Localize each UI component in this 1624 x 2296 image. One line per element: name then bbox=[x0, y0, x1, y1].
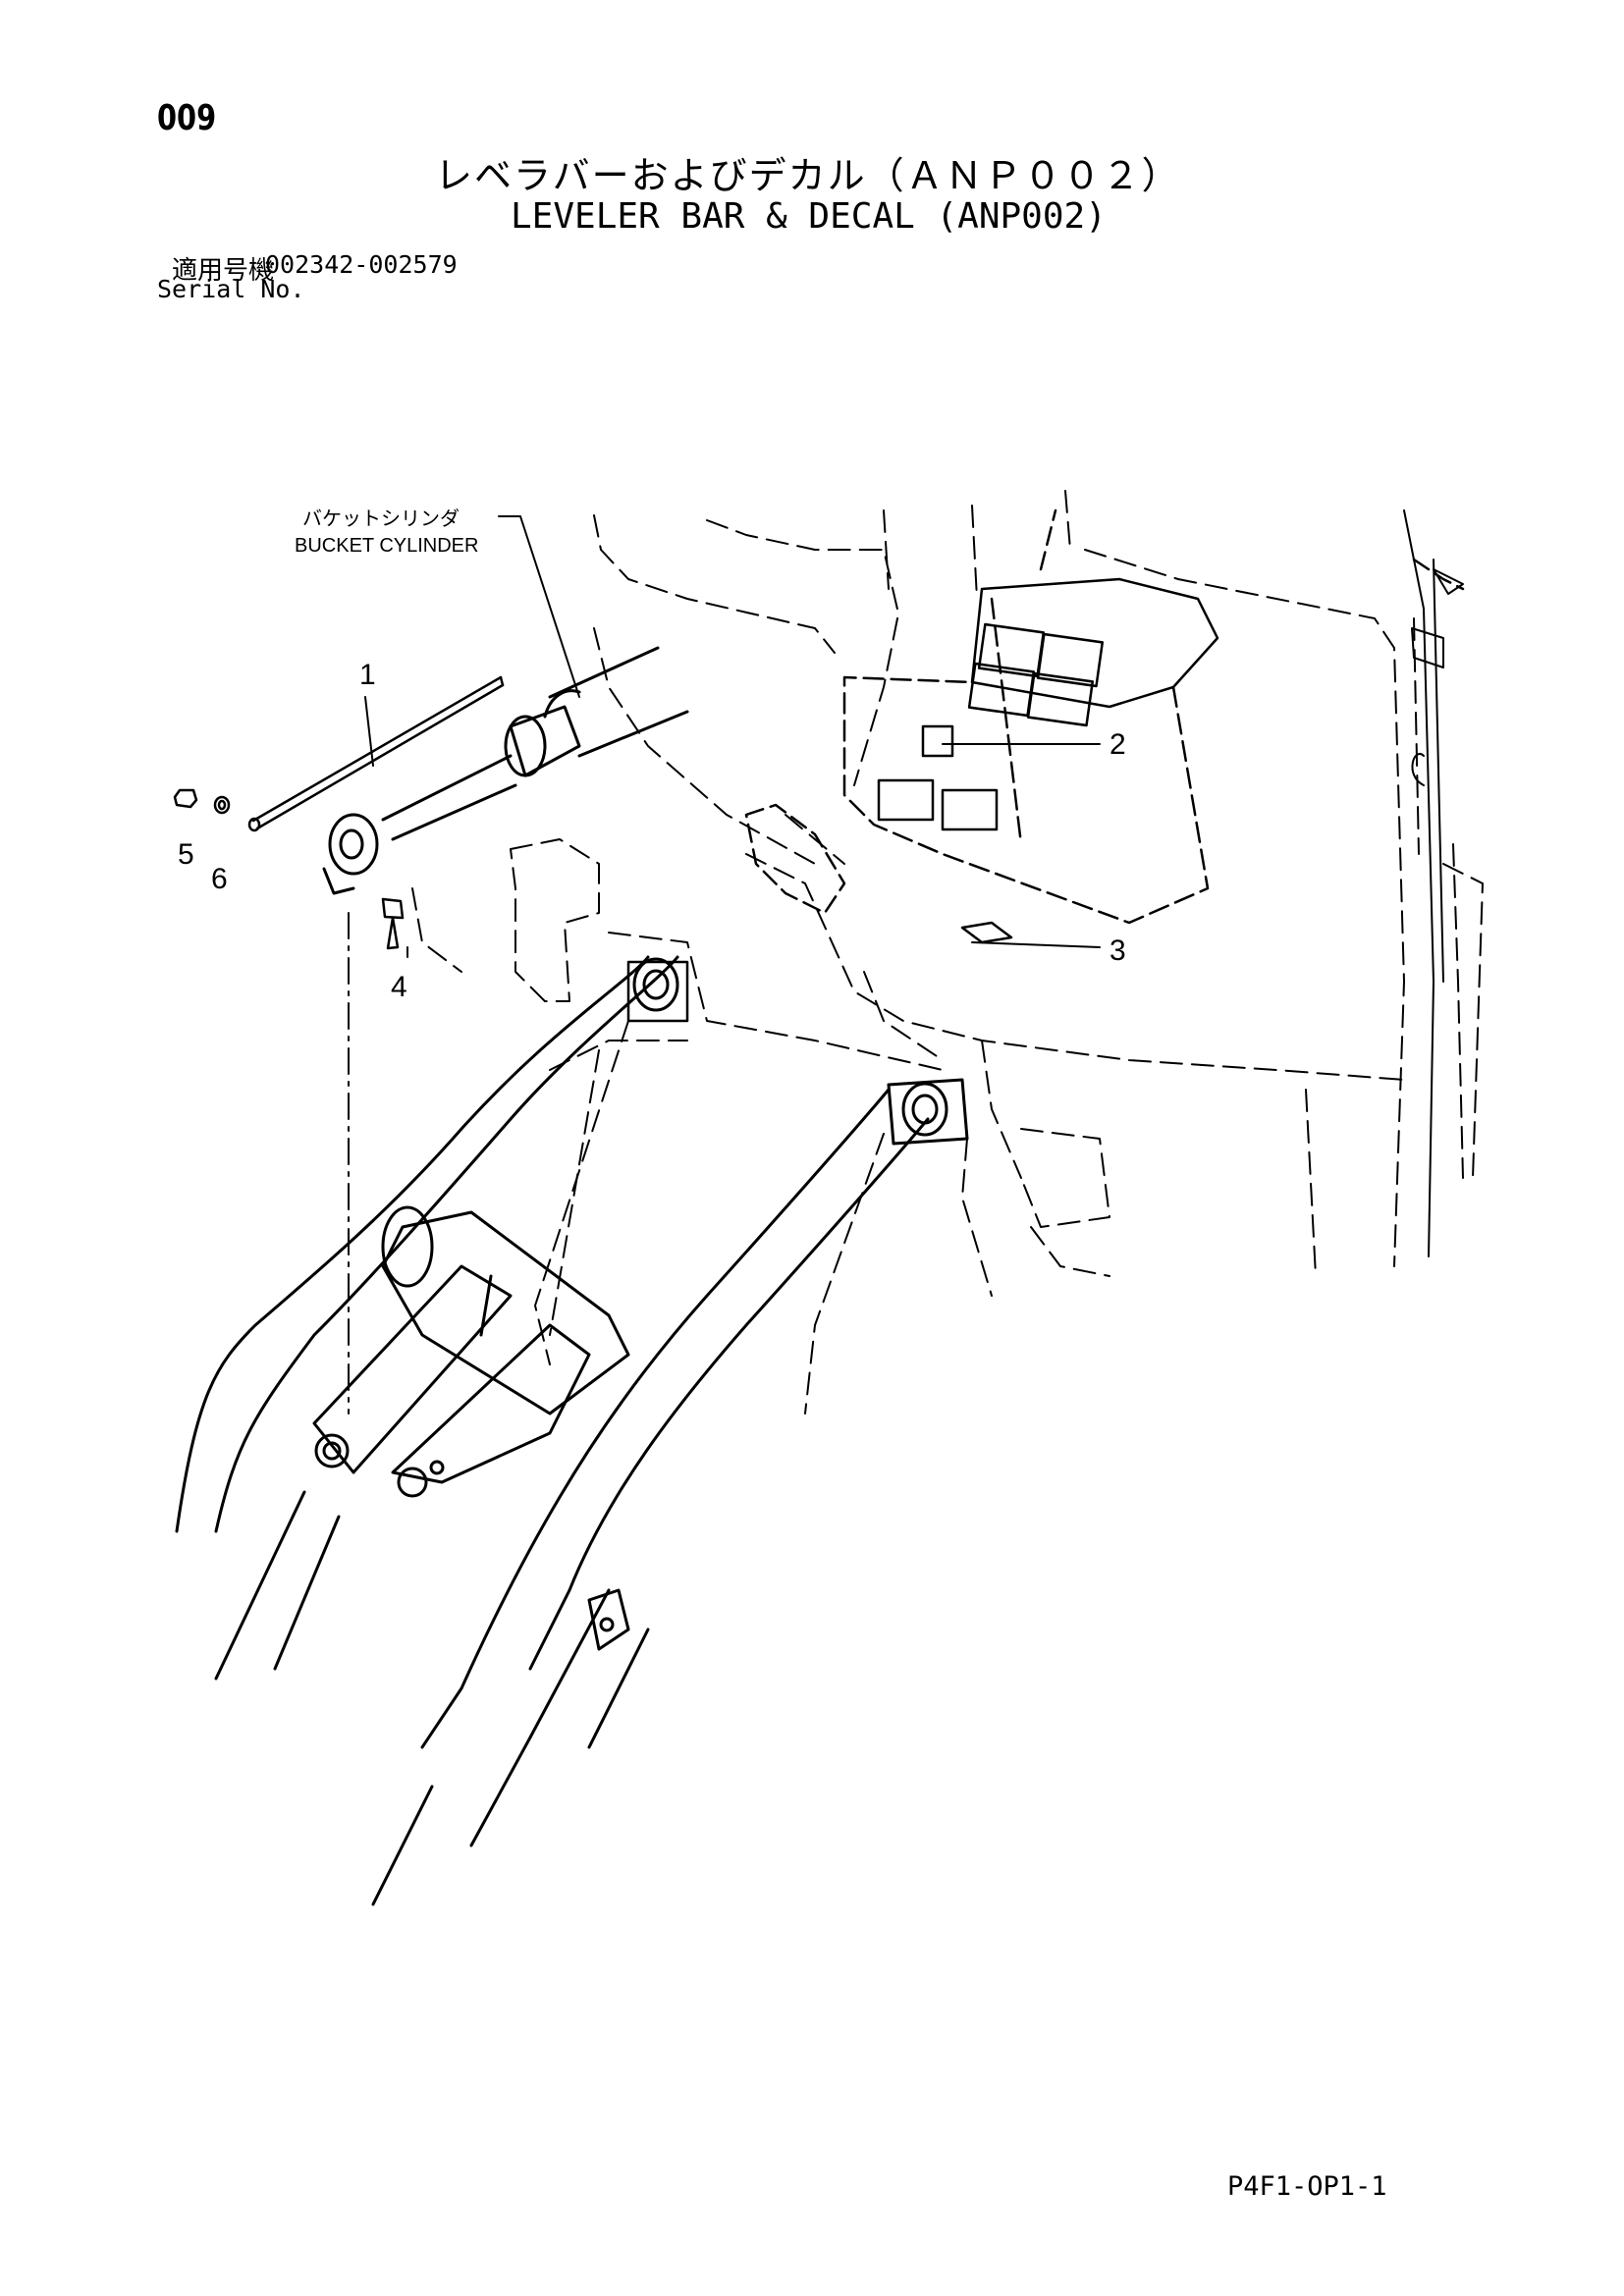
part-number-5: 5 bbox=[178, 838, 194, 871]
decal-3-plate bbox=[960, 921, 1013, 944]
serial-range: 002342-002579 bbox=[265, 250, 458, 279]
instrument-console bbox=[842, 577, 1219, 944]
part-number-1: 1 bbox=[359, 659, 376, 691]
washer-part-6 bbox=[213, 795, 231, 815]
nut-part-5 bbox=[173, 788, 198, 809]
leveler-bar bbox=[247, 675, 505, 832]
part-number-4: 4 bbox=[391, 971, 407, 1003]
loader-arms bbox=[175, 955, 969, 1906]
part-number-3: 3 bbox=[1110, 934, 1126, 967]
right-pillars bbox=[1403, 509, 1464, 1257]
part-number-6: 6 bbox=[211, 863, 228, 895]
cab-outline-dashed bbox=[411, 490, 1484, 1277]
page-code: P4F1-OP1-1 bbox=[1227, 2171, 1387, 2202]
serial-label-japanese: 適用号機 bbox=[172, 256, 275, 286]
title-english: LEVELER BAR & DECAL (ANP002) bbox=[511, 196, 1107, 237]
seat-outline bbox=[744, 508, 1465, 915]
callout-bucket-cylinder-ja: バケットシリンダ bbox=[302, 507, 460, 530]
page-number: 009 bbox=[157, 98, 217, 138]
part-number-2: 2 bbox=[1110, 728, 1126, 761]
title-japanese: レベラバーおよびデカル（ＡＮＰ００２） bbox=[435, 154, 1181, 197]
serial-label-english: Serial No. bbox=[157, 275, 305, 303]
callout-bucket-cylinder-en: BUCKET CYLINDER bbox=[295, 535, 478, 557]
bucket-cylinder bbox=[322, 646, 689, 895]
frame-dashed bbox=[348, 838, 1110, 1415]
bolt-part-4 bbox=[381, 897, 405, 950]
leader-lines bbox=[364, 515, 1101, 958]
decal-2-plate bbox=[921, 724, 954, 758]
